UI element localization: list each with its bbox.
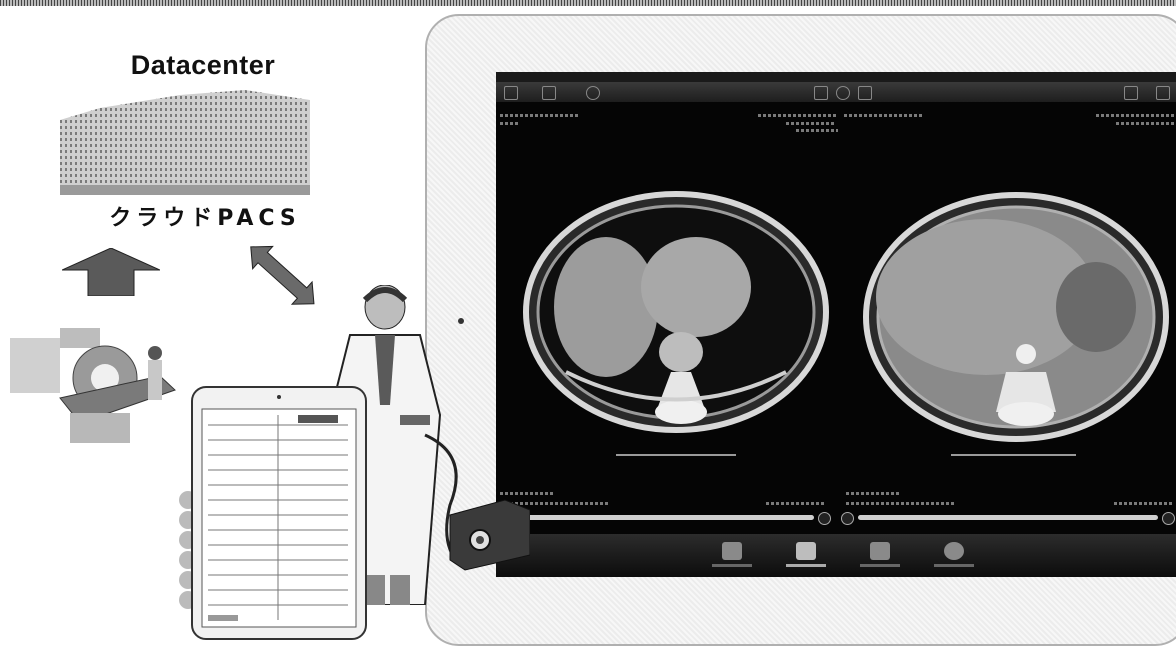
viewer-screen	[496, 72, 1176, 577]
slice-next-button[interactable]	[818, 512, 831, 525]
date-overlay	[766, 502, 826, 505]
ct-image-chest[interactable]	[526, 194, 826, 430]
tab-label-viewer	[786, 564, 826, 567]
slice-next-button-right[interactable]	[1162, 512, 1175, 525]
tab-icon-download[interactable]	[870, 542, 890, 560]
datacenter-title: Datacenter	[98, 50, 308, 81]
pocket-ultrasound-icon	[450, 500, 530, 570]
viewer-tabbar	[496, 534, 1176, 577]
tab-label-patients	[712, 564, 752, 567]
tab-icon-viewer[interactable]	[796, 542, 816, 560]
building-icon	[60, 90, 310, 195]
tab-label-download	[860, 564, 900, 567]
top-border	[0, 0, 1176, 6]
double-arrow-icon	[240, 236, 325, 314]
slice-slider-right[interactable]	[858, 515, 1158, 520]
ct-image-abdomen[interactable]	[866, 195, 1166, 439]
slice-prev-button-right[interactable]	[841, 512, 854, 525]
cloud-pacs-label: クラウドPACS	[90, 200, 320, 232]
slice-slider-left[interactable]	[514, 515, 814, 520]
up-arrow-icon	[62, 248, 160, 296]
tab-label-help	[934, 564, 974, 567]
slice-thickness-overlay-right	[846, 502, 956, 505]
ct-scanner-icon	[10, 318, 180, 443]
tab-icon-help[interactable]	[944, 542, 964, 560]
window-level-overlay-right	[846, 492, 901, 495]
tablet-icon	[178, 385, 378, 643]
tab-icon-patients[interactable]	[722, 542, 742, 560]
date-overlay-right	[1114, 502, 1174, 505]
